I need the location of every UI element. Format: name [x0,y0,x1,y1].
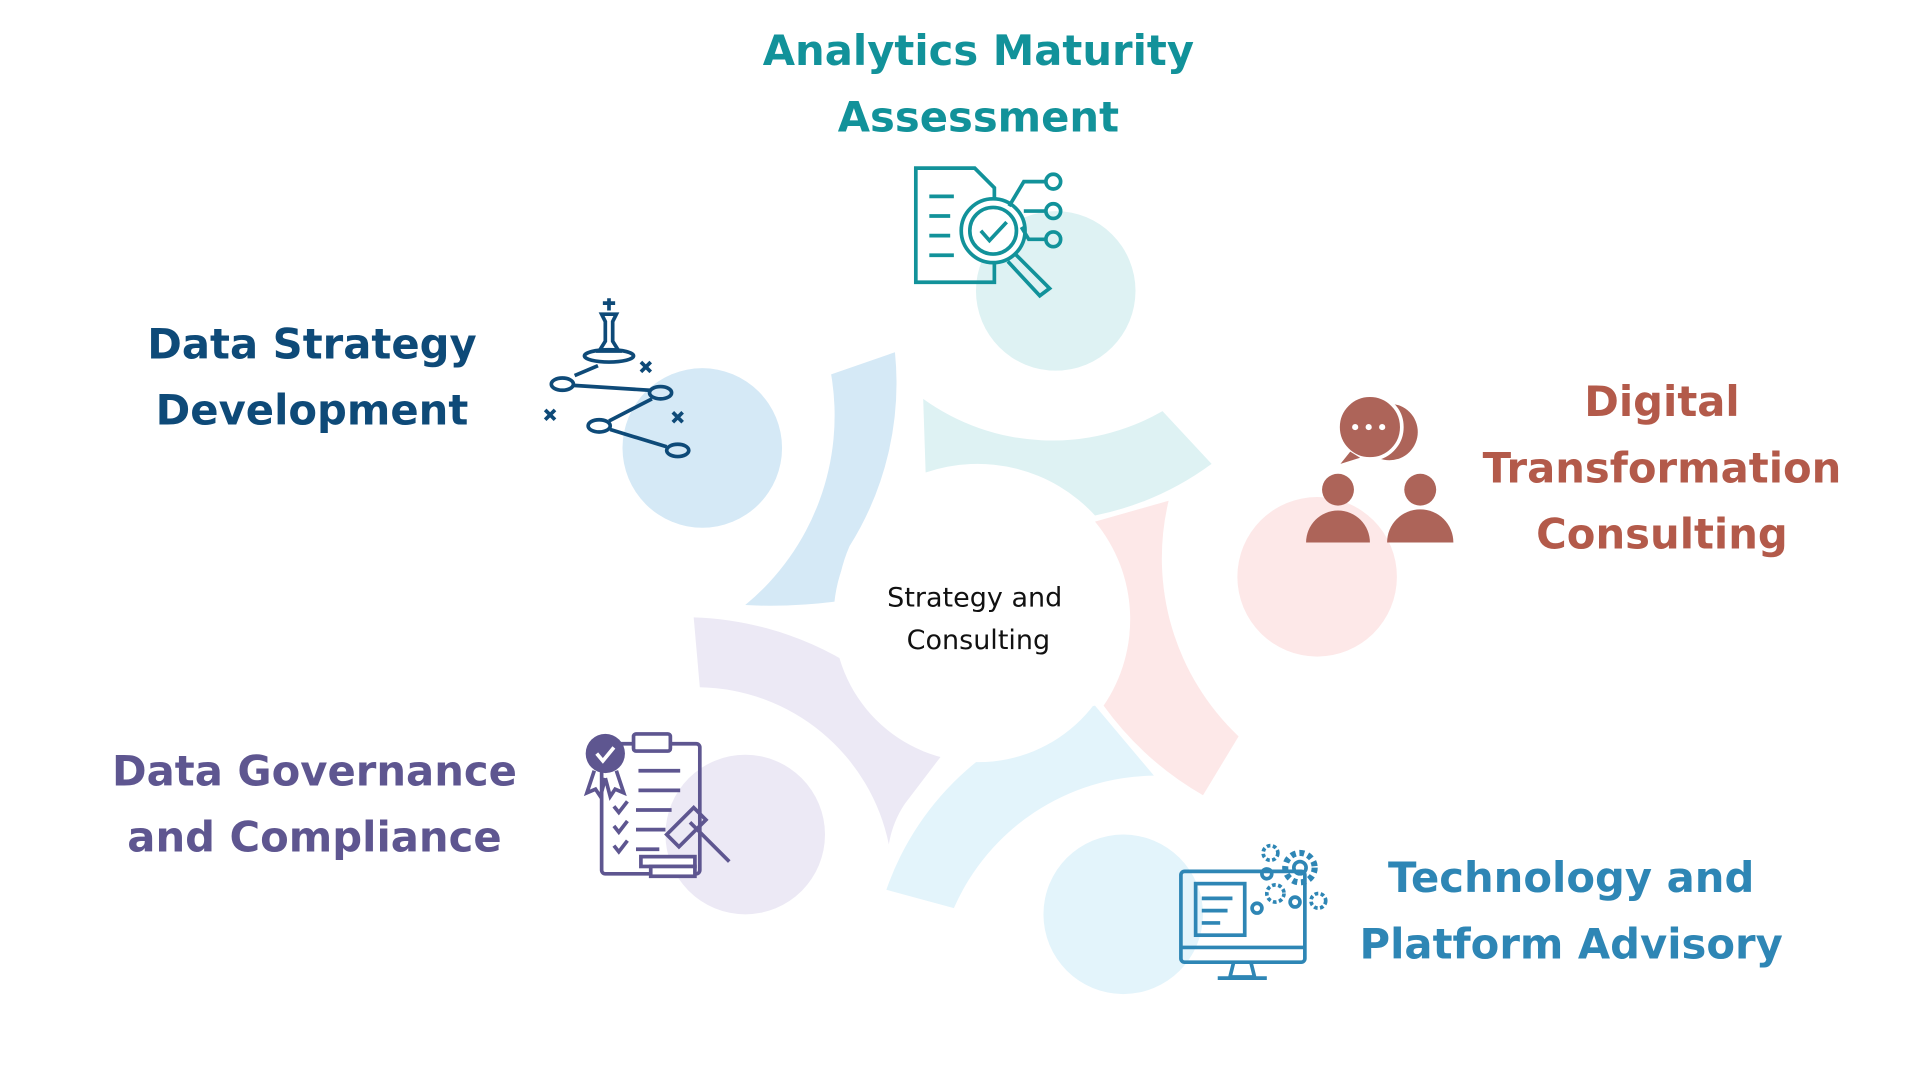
node-circle-blue [622,368,783,528]
center-circle [833,472,1124,763]
analytics-label-line2: Assessment [838,92,1119,141]
governance-label-line2: and Compliance [127,813,501,862]
arc-band-lightblue [886,705,1154,909]
center-label-line1: Strategy and [887,582,1062,613]
center-label-line2: Consulting [907,625,1051,656]
digital-label-line3: Consulting [1536,510,1788,559]
document-magnifier-icon [913,166,1063,299]
arc-band-teal [923,398,1212,516]
arc-bands [693,352,1239,909]
clipboard-gavel-icon [583,732,731,879]
chess-strategy-icon [543,298,691,459]
analytics-label-line1: Analytics Maturity [763,26,1194,75]
governance-label-line1: Data Governance [112,746,517,795]
digital-label-line2: Transformation [1483,443,1842,492]
arc-band-blue [745,352,897,606]
node-circle-lavender [665,754,825,915]
technology-label-line2: Platform Advisory [1360,920,1783,969]
data-strategy-label-line2: Development [156,386,469,435]
technology-label-line1: Technology and [1388,853,1754,902]
node-circle-lightblue [1043,834,1203,995]
monitor-gears-icon [1179,843,1328,980]
arc-band-pink [1095,500,1239,796]
digital-label-line1: Digital [1584,377,1740,426]
arc-band-lavender [693,617,945,845]
data-strategy-label-line1: Data Strategy [147,319,476,368]
people-chat-icon [1306,393,1454,543]
